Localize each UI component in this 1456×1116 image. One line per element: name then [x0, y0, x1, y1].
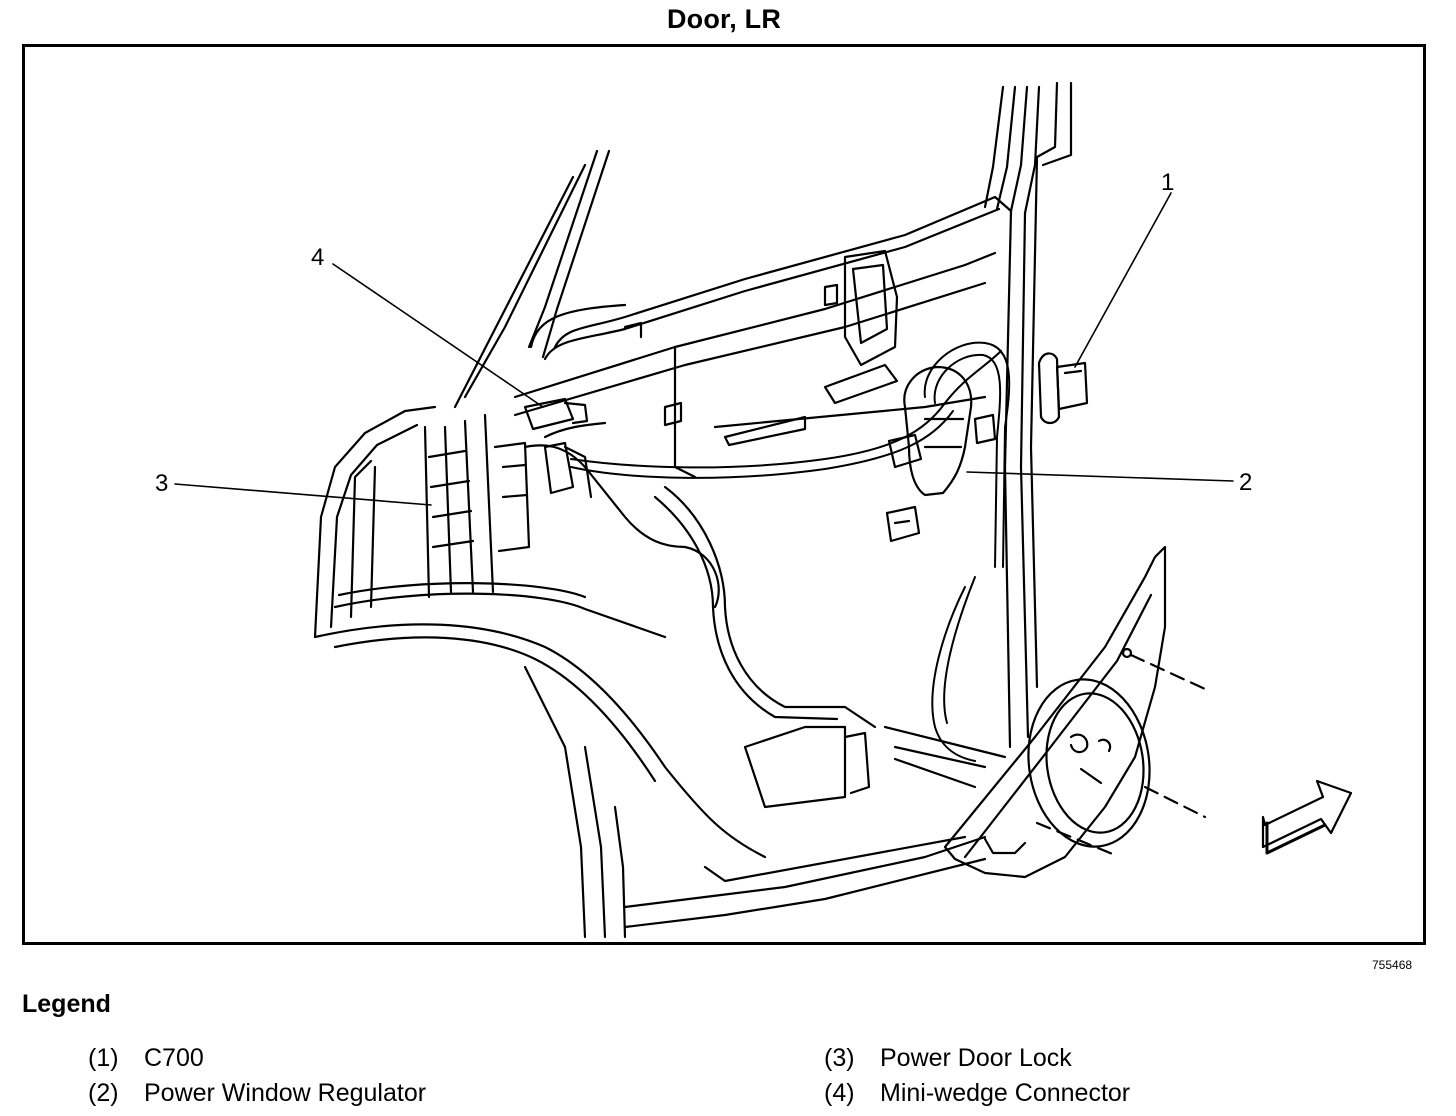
door-lower-body	[313, 485, 1007, 939]
callout-leaders	[174, 192, 1234, 506]
callout-2: 2	[1239, 469, 1252, 496]
legend-label: Power Window Regulator	[144, 1079, 427, 1107]
c700-connector	[1037, 352, 1089, 425]
front-direction-arrow	[1261, 779, 1353, 855]
legend-number: (3)	[824, 1044, 855, 1072]
legend-item: (2) Power Window Regulator	[88, 1079, 426, 1108]
legend-item: (4) Mini-wedge Connector	[824, 1079, 1130, 1108]
diagram-title: Door, LR	[666, 4, 782, 34]
diagram-frame: 1 2 3 4	[22, 44, 1426, 945]
callout-3: 3	[155, 470, 168, 497]
legend-label: Power Door Lock	[880, 1044, 1072, 1072]
mini-wedge-connector	[523, 397, 593, 499]
legend-label: C700	[144, 1044, 204, 1072]
legend-item: (1) C700	[88, 1044, 204, 1073]
leader-4	[332, 263, 544, 408]
door-lock-area	[313, 405, 720, 639]
window-regulator-motor	[885, 365, 997, 543]
speaker-assembly	[943, 545, 1207, 879]
legend-item: (3) Power Door Lock	[824, 1044, 1072, 1073]
leader-2	[966, 471, 1234, 482]
leader-3	[174, 483, 432, 506]
legend-number: (4)	[824, 1079, 855, 1107]
callout-1: 1	[1161, 169, 1174, 196]
inner-panel	[513, 249, 997, 479]
door-illustration: 1 2 3 4	[155, 81, 1353, 939]
callout-4: 4	[311, 244, 324, 271]
legend-label: Mini-wedge Connector	[880, 1079, 1131, 1107]
figure-id: 755468	[1372, 958, 1413, 972]
leader-1	[1074, 192, 1172, 368]
legend-heading: Legend	[22, 990, 111, 1018]
legend-number: (1)	[88, 1044, 119, 1072]
legend-number: (2)	[88, 1079, 119, 1107]
window-frame	[453, 149, 1013, 409]
wiring-harness	[570, 341, 1011, 762]
